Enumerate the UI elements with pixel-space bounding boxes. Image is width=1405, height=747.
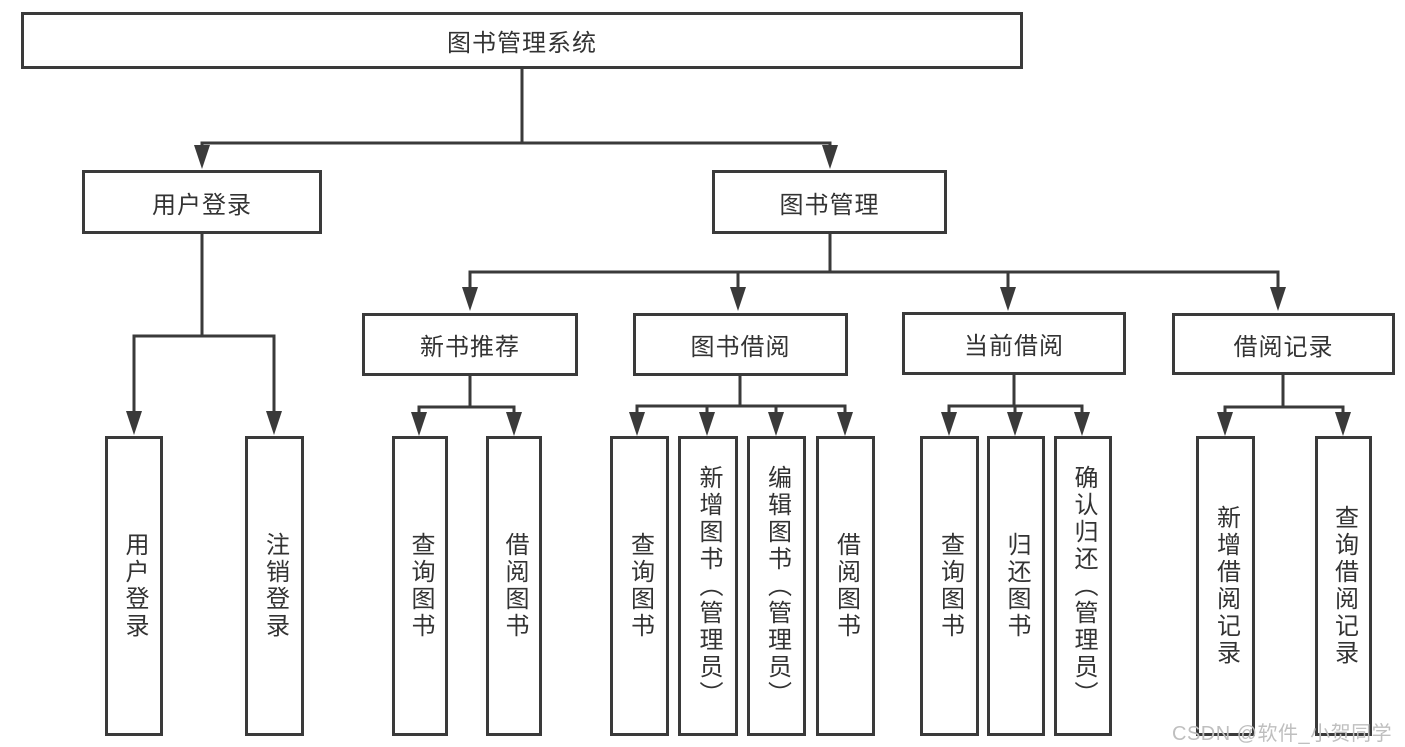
edge-records-to-leaves <box>1223 375 1345 412</box>
edge-userlogin-to-leaves <box>132 234 276 411</box>
leaf-borrow-edit-books-admin: 编辑图书（管理员） <box>747 436 806 736</box>
arrowhead <box>194 145 210 169</box>
arrowhead <box>941 412 957 436</box>
leaf-logout-label: 注销登录 <box>261 532 289 640</box>
edge-newbook-to-leaves <box>417 376 516 412</box>
leaf-newbook-borrow-books: 借阅图书 <box>486 436 542 736</box>
node-user-login: 用户登录 <box>82 170 322 234</box>
leaf-records-add-record: 新增借阅记录 <box>1196 436 1255 736</box>
node-book-management: 图书管理 <box>712 170 947 234</box>
node-book-borrowing-label: 图书借阅 <box>690 334 791 361</box>
leaf-user-login-label: 用户登录 <box>121 532 148 640</box>
leaf-logout: 注销登录 <box>245 436 304 736</box>
arrowhead <box>411 412 427 436</box>
leaf-current-return-books: 归还图书 <box>987 436 1045 736</box>
leaf-records-query-record: 查询借阅记录 <box>1315 436 1372 736</box>
arrowhead <box>768 412 784 436</box>
arrowhead <box>126 411 142 435</box>
node-root-label: 图书管理系统 <box>447 30 597 57</box>
watermark: CSDN @软件_小贺同学 <box>1172 723 1393 745</box>
edge-bookborrow-to-leaves <box>635 376 847 412</box>
leaf-borrow-add-books-admin: 新增图书（管理员） <box>678 436 738 736</box>
arrowhead <box>1335 412 1351 436</box>
arrowhead <box>1217 412 1233 436</box>
leaf-borrow-edit-books-admin-label: 编辑图书（管理员） <box>763 464 791 708</box>
node-borrowing-records: 借阅记录 <box>1172 313 1395 375</box>
node-book-management-label: 图书管理 <box>779 191 880 219</box>
node-current-borrowing-label: 当前借阅 <box>964 333 1064 360</box>
arrowhead <box>462 287 478 311</box>
arrowhead <box>1000 287 1016 311</box>
leaf-borrow-query-books: 查询图书 <box>610 436 669 736</box>
edge-curborrow-to-leaves <box>947 375 1084 412</box>
leaf-current-query-books-label: 查询图书 <box>936 532 964 640</box>
arrowhead <box>699 412 715 436</box>
leaf-current-return-books-label: 归还图书 <box>1003 532 1030 640</box>
arrowhead <box>822 145 838 169</box>
node-user-login-label: 用户登录 <box>152 191 252 219</box>
node-borrowing-records-label: 借阅记录 <box>1233 333 1334 361</box>
arrowhead <box>266 411 282 435</box>
arrowhead <box>1007 412 1023 436</box>
leaf-borrow-add-books-admin-label: 新增图书（管理员） <box>695 464 722 708</box>
leaf-borrow-borrow-books-label: 借阅图书 <box>832 532 860 640</box>
node-current-borrowing: 当前借阅 <box>902 312 1126 375</box>
node-new-book-recommend-label: 新书推荐 <box>420 334 520 361</box>
leaf-newbook-query-books: 查询图书 <box>392 436 448 736</box>
node-new-book-recommend: 新书推荐 <box>362 313 578 376</box>
arrowhead <box>1270 287 1286 311</box>
node-root: 图书管理系统 <box>21 12 1023 69</box>
arrowhead <box>730 287 746 311</box>
leaf-current-confirm-return-admin-label: 确认归还（管理员） <box>1070 464 1097 708</box>
leaf-user-login: 用户登录 <box>105 436 163 736</box>
arrowhead <box>837 412 853 436</box>
leaf-newbook-borrow-books-label: 借阅图书 <box>501 532 528 640</box>
leaf-records-query-record-label: 查询借阅记录 <box>1330 505 1358 667</box>
leaf-records-add-record-label: 新增借阅记录 <box>1212 505 1240 667</box>
arrowhead <box>506 412 522 436</box>
leaf-current-query-books: 查询图书 <box>920 436 979 736</box>
edge-bookmgmt-to-level3 <box>468 234 1280 287</box>
edge-root-to-level2 <box>200 68 832 146</box>
node-book-borrowing: 图书借阅 <box>633 313 848 376</box>
leaf-borrow-borrow-books: 借阅图书 <box>816 436 875 736</box>
arrowhead <box>629 412 645 436</box>
leaf-current-confirm-return-admin: 确认归还（管理员） <box>1054 436 1112 736</box>
leaf-borrow-query-books-label: 查询图书 <box>626 532 654 640</box>
arrowhead <box>1074 412 1090 436</box>
leaf-newbook-query-books-label: 查询图书 <box>407 532 434 640</box>
